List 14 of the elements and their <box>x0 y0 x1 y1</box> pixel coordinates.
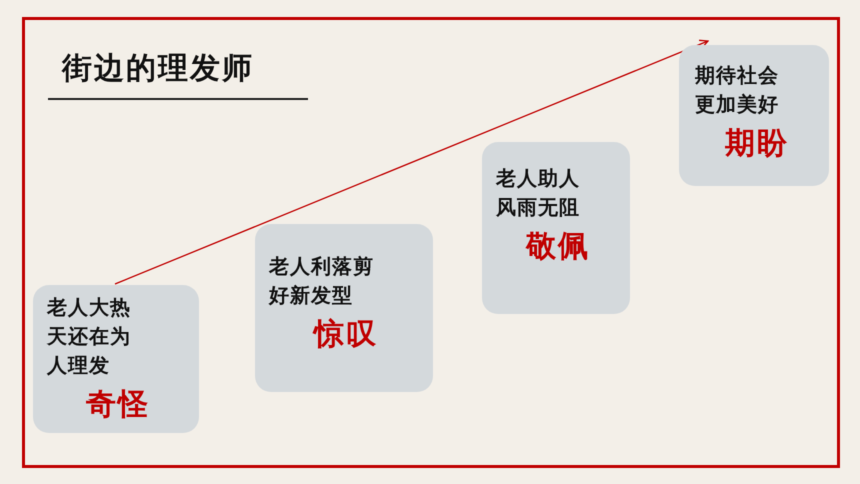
feeling-word: 惊叹 <box>314 316 378 354</box>
step-card <box>482 142 630 314</box>
step-description: 老人利落剪好新发型 <box>269 253 375 309</box>
title: 街边的理发师 <box>62 50 254 88</box>
step-description: 老人助人风雨无阻 <box>496 165 581 221</box>
step-card <box>33 285 199 433</box>
feeling-word: 敬佩 <box>526 228 590 266</box>
feeling-word: 期盼 <box>725 125 789 163</box>
step-description: 期待社会更加美好 <box>695 62 780 118</box>
arrow <box>114 40 709 285</box>
step-card <box>679 45 829 186</box>
feeling-word: 奇怪 <box>86 386 150 424</box>
step-description: 老人大热天还在为人理发 <box>47 294 132 379</box>
step-card <box>255 224 433 392</box>
